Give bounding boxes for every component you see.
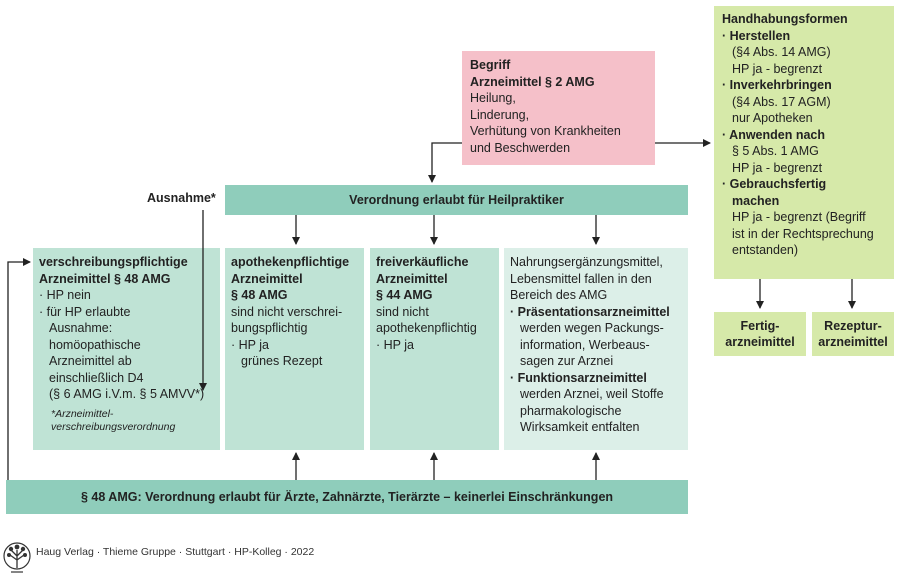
col4-line: Lebensmittel fallen in den [510,271,652,286]
col2-line: grünes Rezept [241,354,323,368]
handhabung-line: HP ja - begrenzt [732,160,823,175]
col2-line: bungspflichtig [231,321,308,335]
footer-credit: Haug Verlag · Thieme Gruppe · Stuttgart … [36,546,315,558]
col1-line: · HP nein [39,288,91,302]
col2-title3: § 48 AMG [231,288,288,302]
heilpraktiker-bar-label: Verordnung erlaubt für Heilpraktiker [349,192,564,207]
col4-line: information, Werbeaus- [520,337,650,352]
col1-title1: verschreibungspflichtige [39,255,188,269]
handhabung-line: HP ja - begrenzt (Begriff [732,210,866,224]
handhabung-line: machen [732,193,780,208]
col4-line: werden Arznei, weil Stoffe [520,387,664,401]
freiverkaeuflich-box: freiverkäufliche Arzneimittel § 44 AMG s… [370,248,499,450]
handhabung-item-herstellen: · Herstellen [722,28,791,43]
begriff-subtitle: Arzneimittel § 2 AMG [470,74,595,89]
heilpraktiker-bar: Verordnung erlaubt für Heilpraktiker [225,185,688,215]
handhabung-box: Handhabungsformen · Herstellen (§4 Abs. … [714,6,894,279]
col1-title2: Arzneimittel § 48 AMG [39,271,171,286]
nahrungsergaenzung-box: Nahrungsergänzungsmittel, Lebensmittel f… [504,248,688,450]
arrow-begriff-to-heilpraktiker [428,142,462,183]
begriff-line: Heilung, [470,91,516,105]
handhabung-line: entstanden) [732,243,799,257]
col3-title1: freiverkäufliche [376,255,469,269]
rezeptur-line1: Rezeptur- [824,318,882,333]
verschreibungspflichtig-box: verschreibungspflichtige Arzneimittel § … [33,248,220,450]
col3-line: sind nicht [376,304,429,319]
col2-line: · HP ja [231,337,269,352]
col4-line: Nahrungsergänzungsmittel, [510,255,663,269]
aerzte-bar: § 48 AMG: Verordnung erlaubt für Ärzte, … [6,480,688,514]
handhabung-line: nur Apotheken [732,111,813,125]
thieme-tree-logo [3,542,31,573]
handhabung-line: (§4 Abs. 14 AMG) [732,45,831,59]
col1-note2: verschreibungsverordnung [51,420,176,433]
begriff-box: Begriff Arzneimittel § 2 AMG Heilung, Li… [462,51,655,165]
col4-line: sagen zur Arznei [520,354,614,368]
apothekenpflichtig-box: apothekenpflichtige Arzneimittel § 48 AM… [225,248,364,450]
handhabung-line: § 5 Abs. 1 AMG [732,144,819,158]
handhabung-item-gebrauchsfertig: · Gebrauchsfertig [722,177,827,191]
col1-line: Ausnahme: [49,321,113,335]
fertig-line2: arzneimittel [725,335,795,349]
col2-title1: apothekenpflichtige [231,255,350,269]
col2-line: sind nicht verschrei- [231,304,343,319]
fertig-line1: Fertig- [740,318,780,333]
col4-item-funktion: · Funktionsarzneimittel [510,370,647,385]
col4-item-praesentation: · Präsentationsarzneimittel [510,304,670,319]
handhabung-line: HP ja - begrenzt [732,61,823,76]
col1-note1: *Arzneimittel- [51,407,114,420]
ausnahme-label: Ausnahme* [147,191,216,205]
col4-line: werden wegen Packungs- [520,321,664,335]
begriff-line: und Beschwerden [470,140,571,155]
handhabung-item-anwenden: · Anwenden nach [722,127,826,142]
begriff-line: Linderung, [470,107,530,122]
col2-title2: Arzneimittel [231,271,303,286]
arrow-aerzte-to-col1 [7,258,31,480]
rezepturarzneimittel-box: Rezeptur- arzneimittel [812,312,894,356]
handhabung-line: ist in der Rechtsprechung [732,226,874,241]
col1-line: homöopathische [49,337,141,352]
handhabung-title: Handhabungsformen [722,12,848,26]
handhabung-item-inverkehrbringen: · Inverkehrbringen [722,78,832,92]
aerzte-bar-label: § 48 AMG: Verordnung erlaubt für Ärzte, … [80,489,614,504]
col1-line: Arzneimittel ab [49,354,132,368]
rezeptur-line2: arzneimittel [818,335,888,349]
handhabung-line: (§4 Abs. 17 AGM) [732,94,831,109]
col3-line: · HP ja [376,337,414,352]
begriff-line: Verhütung von Krankheiten [470,124,621,138]
begriff-title: Begriff [470,58,511,72]
col1-line: · für HP erlaubte [39,304,131,319]
fertigarzneimittel-box: Fertig- arzneimittel [714,312,806,356]
col3-title2: Arzneimittel [376,271,448,286]
col1-line: (§ 6 AMG i.V.m. § 5 AMVV*) [49,387,205,401]
col4-line: Bereich des AMG [510,288,608,302]
col1-line: einschließlich D4 [49,370,144,385]
col3-title3: § 44 AMG [376,288,433,302]
col4-line: Wirksamkeit entfalten [520,420,640,434]
col4-line: pharmakologische [520,403,622,418]
col3-line: apothekenpflichtig [376,321,477,335]
